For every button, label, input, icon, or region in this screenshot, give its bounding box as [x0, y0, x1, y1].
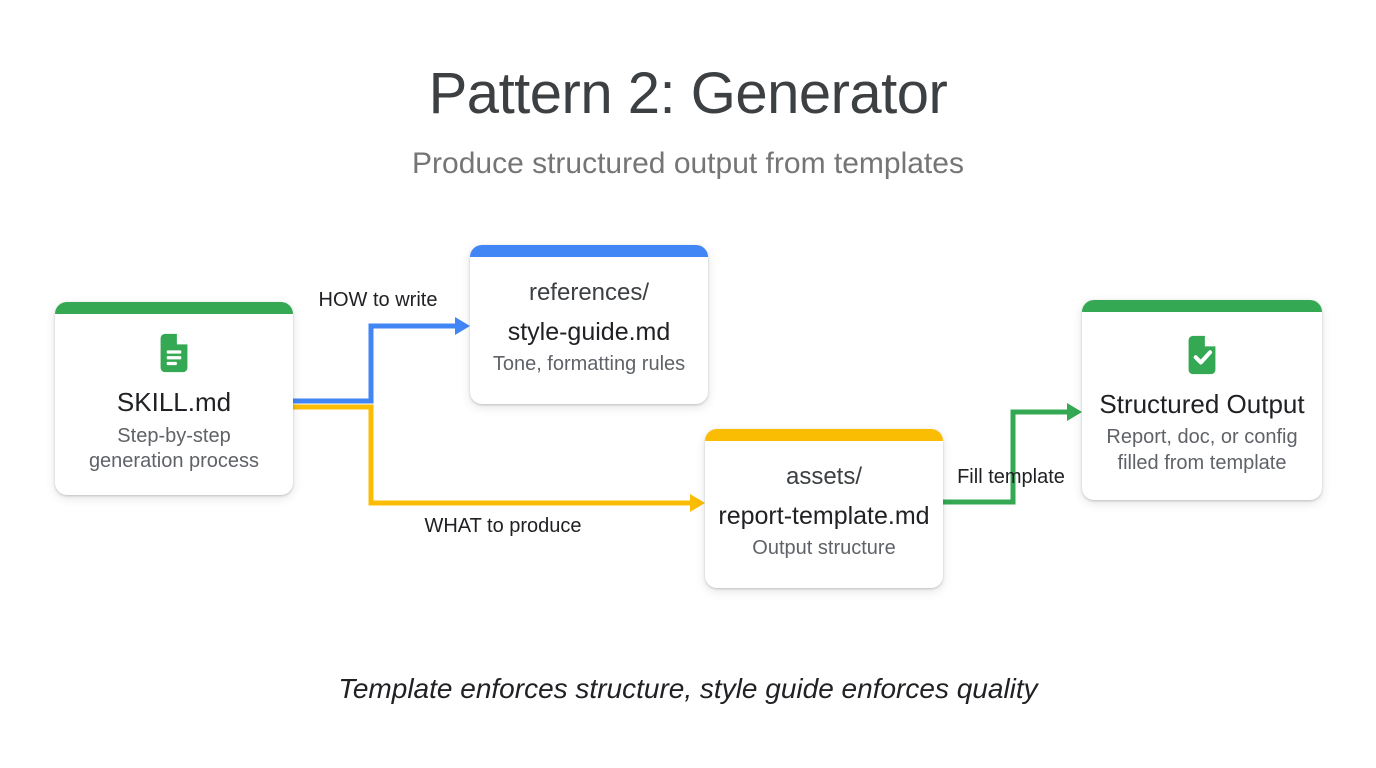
folder-label: references/	[528, 279, 650, 307]
document-check-icon	[1188, 335, 1216, 374]
arrow-label-fill-template: Fill template	[957, 466, 1065, 488]
arrow-label-how-to-write: HOW to write	[318, 289, 438, 311]
node-references: references/ style-guide.md Tone, formatt…	[470, 245, 708, 404]
how-to-write-arrowhead	[455, 317, 470, 335]
accent-bar	[705, 429, 943, 441]
node-subtitle: Report, doc, or config filled from templ…	[1106, 426, 1298, 474]
file-label: style-guide.md	[507, 318, 671, 347]
node-skill-md: SKILL.md Step-by-step generation process	[55, 302, 293, 495]
node-assets: assets/ report-template.md Output struct…	[705, 429, 943, 588]
node-title: SKILL.md	[116, 387, 232, 418]
accent-bar	[470, 245, 708, 257]
what-to-produce-arrow-line	[293, 404, 691, 506]
fill-template-arrowhead	[1067, 403, 1082, 421]
node-structured-output: Structured Output Report, doc, or config…	[1082, 300, 1322, 500]
file-label: report-template.md	[718, 502, 930, 531]
page-title: Pattern 2: Generator	[428, 61, 948, 126]
accent-bar	[1082, 300, 1322, 312]
caption: Template enforces structure, style guide…	[338, 673, 1038, 704]
what-to-produce-arrowhead	[690, 494, 705, 512]
node-subtitle: Tone, formatting rules	[492, 353, 686, 376]
arrow-label-what-to-produce: WHAT to produce	[424, 515, 582, 537]
node-subtitle: Step-by-step generation process	[88, 424, 260, 473]
folder-label: assets/	[785, 463, 863, 491]
page-subtitle: Produce structured output from templates	[412, 147, 964, 180]
document-icon	[160, 333, 188, 373]
document-check-icon-body	[1188, 335, 1216, 374]
accent-bar	[55, 302, 293, 314]
node-title: Structured Output	[1099, 388, 1305, 419]
node-subtitle: Output structure	[752, 537, 896, 560]
how-to-write-arrow-line	[293, 323, 456, 404]
